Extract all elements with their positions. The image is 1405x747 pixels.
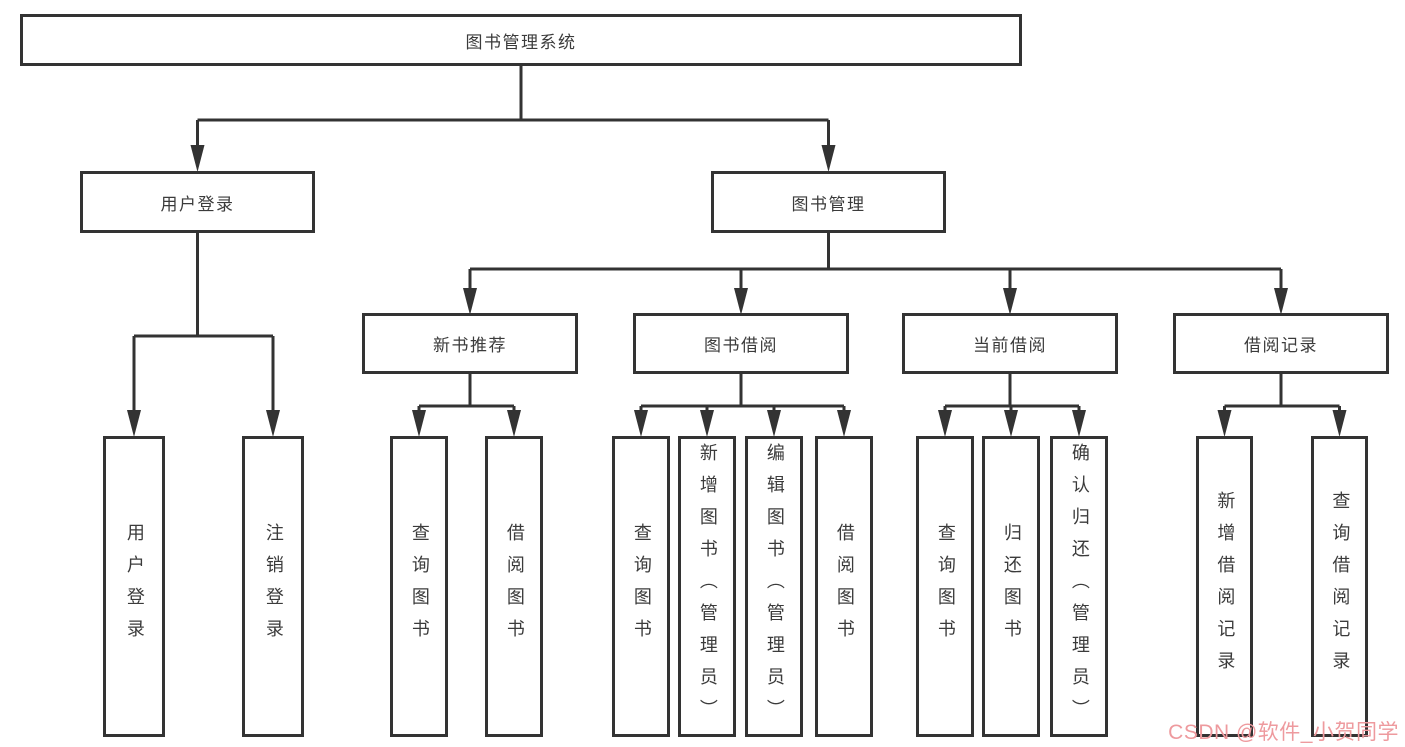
leaf-query-borrow-record: 查询借阅记录 bbox=[1311, 436, 1368, 737]
leaf-label: 确认归还（管理员） bbox=[1069, 442, 1090, 731]
leaf-label: 查询图书 bbox=[935, 522, 956, 651]
leaf-query-books-current: 查询图书 bbox=[916, 436, 974, 737]
node-label: 图书管理 bbox=[791, 194, 866, 214]
node-borrowing-records: 借阅记录 bbox=[1173, 313, 1389, 374]
node-label: 用户登录 bbox=[160, 194, 235, 214]
leaf-add-books-admin: 新增图书（管理员） bbox=[678, 436, 736, 737]
node-label: 图书借阅 bbox=[704, 336, 778, 355]
leaf-label: 查询图书 bbox=[631, 522, 652, 651]
leaf-label: 借阅图书 bbox=[834, 522, 855, 651]
leaf-label: 归还图书 bbox=[1001, 522, 1022, 651]
node-label: 图书管理系统 bbox=[465, 32, 577, 52]
leaf-label: 查询借阅记录 bbox=[1330, 490, 1351, 683]
leaf-label: 用户登录 bbox=[124, 522, 145, 651]
leaf-query-books-recommend: 查询图书 bbox=[390, 436, 448, 737]
node-book-borrowing: 图书借阅 bbox=[633, 313, 849, 374]
leaf-label: 借阅图书 bbox=[504, 522, 525, 651]
leaf-add-borrow-record: 新增借阅记录 bbox=[1196, 436, 1253, 737]
leaf-label: 新增图书（管理员） bbox=[697, 442, 718, 731]
leaf-borrow-books-recommend: 借阅图书 bbox=[485, 436, 543, 737]
node-library-management-system: 图书管理系统 bbox=[20, 14, 1022, 66]
node-label: 新书推荐 bbox=[433, 336, 507, 355]
leaf-confirm-return-admin: 确认归还（管理员） bbox=[1050, 436, 1108, 737]
node-label: 当前借阅 bbox=[973, 336, 1047, 355]
node-label: 借阅记录 bbox=[1244, 336, 1318, 355]
leaf-user-login: 用户登录 bbox=[103, 436, 165, 737]
leaf-label: 查询图书 bbox=[409, 522, 430, 651]
leaf-logout: 注销登录 bbox=[242, 436, 304, 737]
leaf-label: 编辑图书（管理员） bbox=[764, 442, 785, 731]
watermark: CSDN @软件_小贺同学 bbox=[1168, 721, 1399, 744]
leaf-label: 注销登录 bbox=[263, 522, 284, 651]
leaf-edit-books-admin: 编辑图书（管理员） bbox=[745, 436, 803, 737]
leaf-return-books: 归还图书 bbox=[982, 436, 1040, 737]
node-book-management: 图书管理 bbox=[711, 171, 946, 233]
leaf-query-books-borrow: 查询图书 bbox=[612, 436, 670, 737]
node-current-borrowing: 当前借阅 bbox=[902, 313, 1118, 374]
leaf-borrow-books: 借阅图书 bbox=[815, 436, 873, 737]
node-new-book-recommendation: 新书推荐 bbox=[362, 313, 578, 374]
leaf-label: 新增借阅记录 bbox=[1215, 490, 1236, 683]
node-user-login: 用户登录 bbox=[80, 171, 315, 233]
